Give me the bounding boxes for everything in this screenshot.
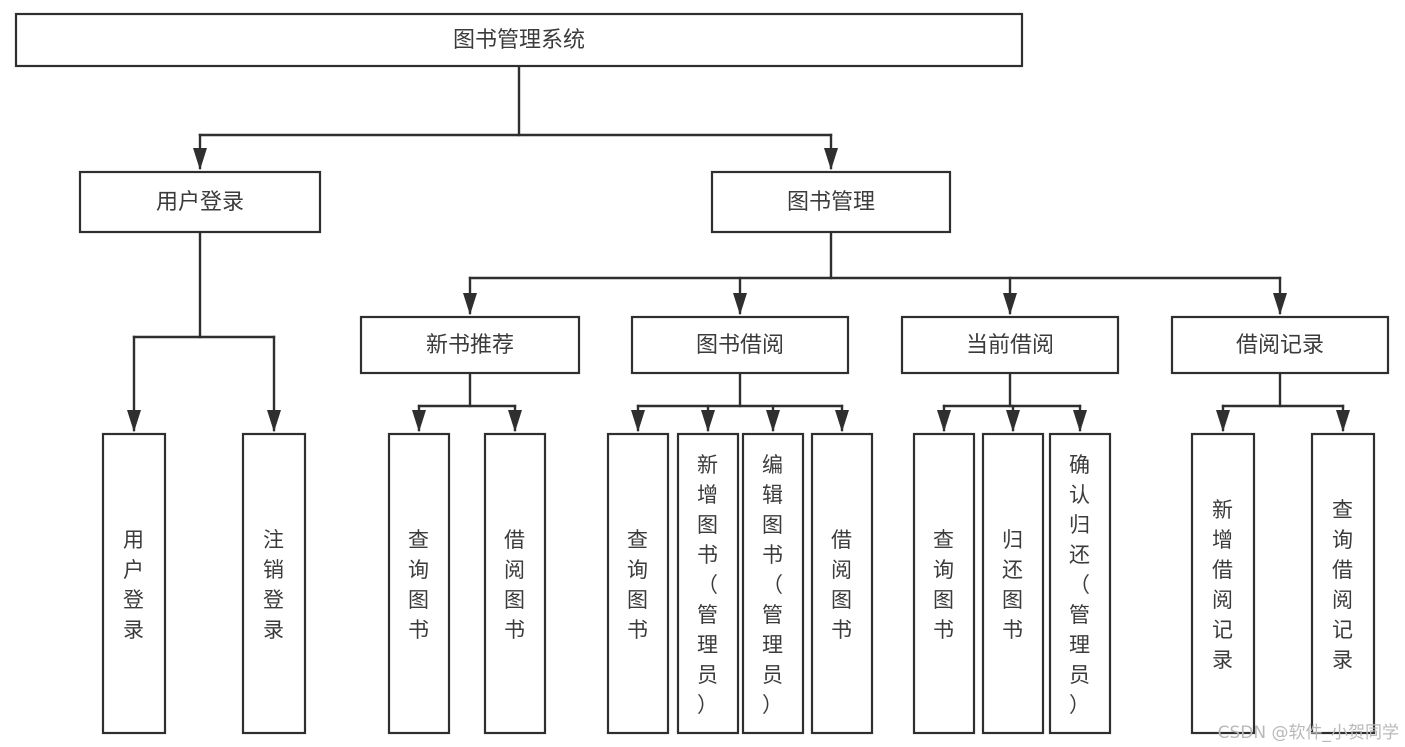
arrow-head-icon xyxy=(1273,293,1287,315)
node-box-leaf-query-book-1[interactable] xyxy=(387,432,451,735)
node-label-undefined: 图书管理系统 xyxy=(453,28,585,53)
node-box-leaf-logout[interactable] xyxy=(241,432,307,735)
node-box-borrow-record[interactable] xyxy=(1170,315,1390,375)
node-box-leaf-add-book-admin[interactable] xyxy=(676,432,740,735)
node-label-user-login: 用户登录 xyxy=(156,190,244,215)
node-label-borrow-record: 借阅记录 xyxy=(1236,333,1324,358)
node-box-layer xyxy=(14,12,1390,735)
arrow-head-icon xyxy=(701,410,715,432)
node-label-leaf-query-borrow-record: 查询借阅记录 xyxy=(1332,498,1354,672)
node-label-leaf-query-book-2: 查询图书 xyxy=(627,528,649,642)
node-label-leaf-add-book-admin: 新增图书（管理员） xyxy=(697,453,719,717)
node-label-leaf-return-book: 归还图书 xyxy=(1002,528,1024,642)
arrow-head-icon xyxy=(193,148,207,170)
node-box-new-book-recommend[interactable] xyxy=(359,315,581,375)
arrow-head-icon xyxy=(1336,410,1350,432)
node-box-current-borrow[interactable] xyxy=(900,315,1120,375)
arrow-head-icon xyxy=(127,410,141,432)
arrow-head-icon xyxy=(1006,410,1020,432)
arrow-head-icon xyxy=(1073,410,1087,432)
arrow-head-icon xyxy=(463,293,477,315)
node-box-leaf-user-login[interactable] xyxy=(101,432,167,735)
node-box-leaf-query-borrow-record[interactable] xyxy=(1310,432,1376,735)
node-label-leaf-confirm-return-admin: 确认归还（管理员） xyxy=(1069,453,1091,717)
arrow-head-icon xyxy=(267,410,281,432)
node-box-leaf-add-borrow-record[interactable] xyxy=(1190,432,1256,735)
node-box-book-management[interactable] xyxy=(710,170,952,234)
arrow-head-icon xyxy=(1216,410,1230,432)
arrow-head-icon xyxy=(631,410,645,432)
node-label-layer: 图书管理系统用户登录图书管理新书推荐图书借阅当前借阅借阅记录用户登录注销登录查询… xyxy=(123,28,1354,717)
node-label-leaf-query-book-3: 查询图书 xyxy=(933,528,955,642)
node-label-leaf-logout: 注销登录 xyxy=(263,528,285,642)
arrow-head-icon xyxy=(824,148,838,170)
node-label-leaf-add-borrow-record: 新增借阅记录 xyxy=(1212,498,1234,672)
node-label-book-management: 图书管理 xyxy=(787,190,875,215)
arrow-head-icon xyxy=(835,410,849,432)
node-label-leaf-edit-book-admin: 编辑图书（管理员） xyxy=(762,453,784,717)
node-label-leaf-user-login: 用户登录 xyxy=(123,528,145,642)
node-box-leaf-confirm-return-admin[interactable] xyxy=(1048,432,1112,735)
node-box-leaf-borrow-book-1[interactable] xyxy=(483,432,547,735)
node-box-leaf-query-book-2[interactable] xyxy=(606,432,670,735)
node-label-current-borrow: 当前借阅 xyxy=(966,333,1054,358)
arrow-head-icon xyxy=(508,410,522,432)
node-box-leaf-return-book[interactable] xyxy=(981,432,1045,735)
node-label-leaf-borrow-book-1: 借阅图书 xyxy=(504,528,526,642)
arrow-head-icon xyxy=(733,293,747,315)
node-label-leaf-query-book-1: 查询图书 xyxy=(408,528,430,642)
node-box-leaf-borrow-book-2[interactable] xyxy=(810,432,874,735)
node-label-leaf-borrow-book-2: 借阅图书 xyxy=(831,528,853,642)
node-label-new-book-recommend: 新书推荐 xyxy=(426,333,514,358)
node-box-leaf-edit-book-admin[interactable] xyxy=(741,432,805,735)
node-box-undefined[interactable] xyxy=(14,12,1024,68)
node-box-book-borrow[interactable] xyxy=(630,315,850,375)
arrow-head-icon xyxy=(1003,293,1017,315)
arrow-head-icon xyxy=(937,410,951,432)
node-box-leaf-query-book-3[interactable] xyxy=(912,432,976,735)
node-box-user-login[interactable] xyxy=(78,170,322,234)
connector-layer xyxy=(127,64,1350,432)
node-label-book-borrow: 图书借阅 xyxy=(696,333,784,358)
arrow-head-icon xyxy=(766,410,780,432)
arrow-head-icon xyxy=(412,410,426,432)
